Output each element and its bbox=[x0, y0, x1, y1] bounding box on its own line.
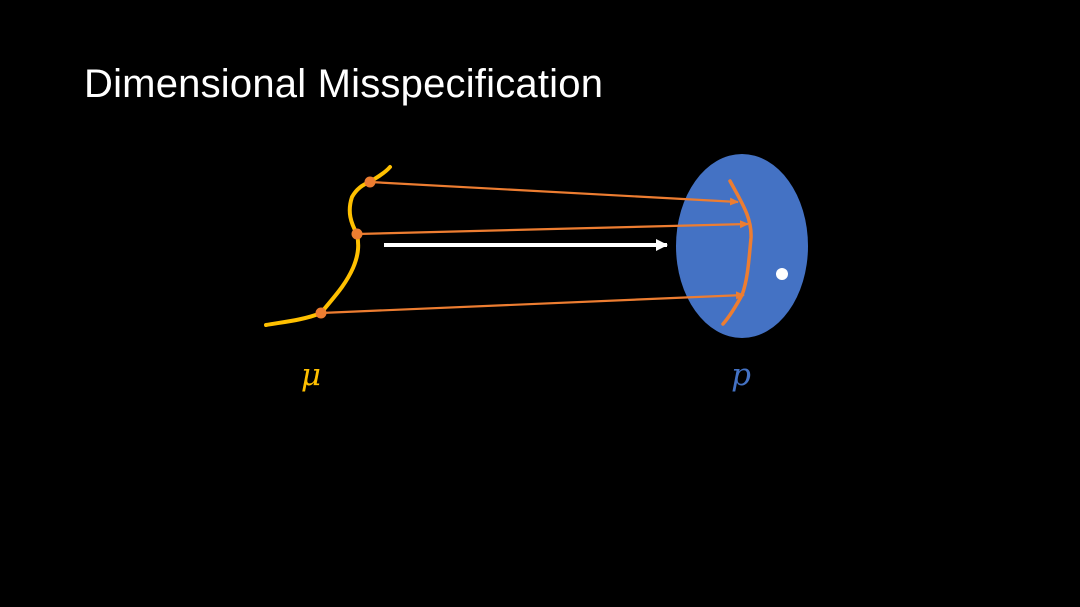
target-distribution-ellipse bbox=[676, 154, 808, 338]
source-point-middle bbox=[351, 228, 363, 240]
mapping-arrow-middle bbox=[356, 220, 749, 236]
target-label: p bbox=[731, 357, 751, 393]
slide-title: Dimensional Misspecification bbox=[84, 62, 604, 106]
source-label: μ bbox=[301, 357, 321, 393]
source-point-bottom bbox=[315, 307, 327, 319]
target-point bbox=[776, 268, 788, 280]
target-embedded-curve bbox=[721, 179, 753, 326]
source-manifold-curve bbox=[264, 165, 392, 327]
source-point-top bbox=[364, 176, 376, 188]
mapping-arrow-bottom bbox=[320, 291, 745, 315]
mapping-arrow-top bbox=[369, 180, 739, 206]
